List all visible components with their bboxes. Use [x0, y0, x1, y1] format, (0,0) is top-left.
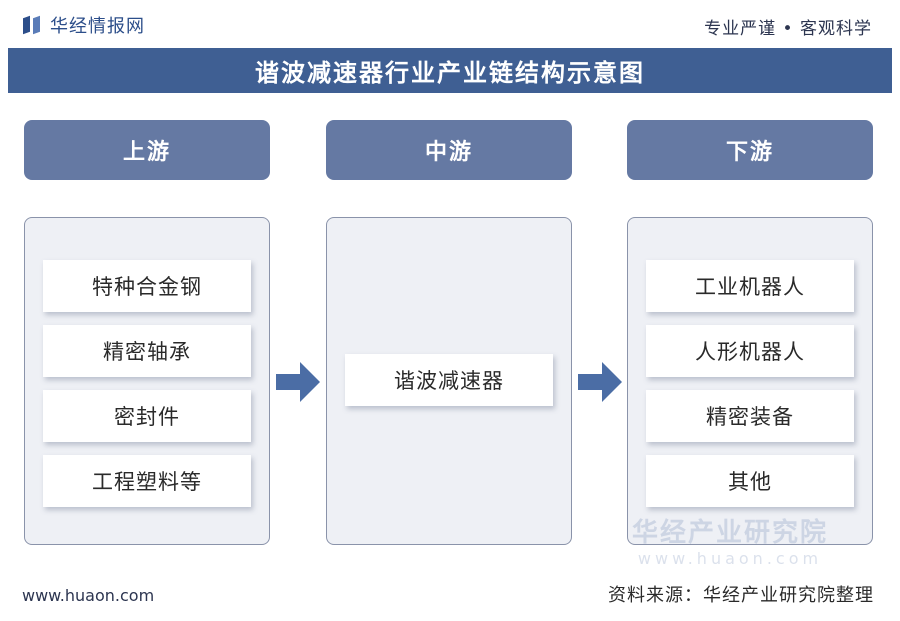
title-band: 谐波减速器行业产业链结构示意图 [8, 48, 892, 93]
arrow-right-icon [578, 362, 622, 402]
downstream-item: 其他 [646, 455, 854, 507]
panel-upstream: 特种合金钢 精密轴承 密封件 工程塑料等 [24, 217, 270, 545]
upstream-item: 工程塑料等 [43, 455, 251, 507]
midstream-item: 谐波减速器 [345, 354, 553, 406]
top-bar: 华经情报网 专业严谨 • 客观科学 [0, 0, 900, 48]
downstream-item: 精密装备 [646, 390, 854, 442]
header-downstream: 下游 [627, 120, 873, 180]
footer-source: 资料来源：华经产业研究院整理 [608, 585, 874, 606]
downstream-item: 工业机器人 [646, 260, 854, 312]
motto: 专业严谨 • 客观科学 [704, 19, 872, 39]
header-midstream: 中游 [326, 120, 572, 180]
downstream-item: 人形机器人 [646, 325, 854, 377]
watermark-en: www.huaon.com [637, 549, 823, 568]
header-upstream: 上游 [24, 120, 270, 180]
watermark-cn: 华经产业研究院 [631, 518, 828, 548]
upstream-item: 密封件 [43, 390, 251, 442]
panel-midstream: 谐波减速器 [326, 217, 572, 545]
panel-downstream: 工业机器人 人形机器人 精密装备 其他 [627, 217, 873, 545]
upstream-item: 精密轴承 [43, 325, 251, 377]
brand-name: 华经情报网 [50, 16, 145, 37]
brand: 华经情报网 [22, 12, 145, 38]
arrow-right-icon [276, 362, 320, 402]
diagram-title: 谐波减速器行业产业链结构示意图 [255, 59, 645, 87]
footer-website: www.huaon.com [22, 586, 155, 605]
watermark: 华经产业研究院 www.huaon.com [600, 512, 860, 568]
huajing-logo-icon [22, 15, 42, 35]
upstream-item: 特种合金钢 [43, 260, 251, 312]
